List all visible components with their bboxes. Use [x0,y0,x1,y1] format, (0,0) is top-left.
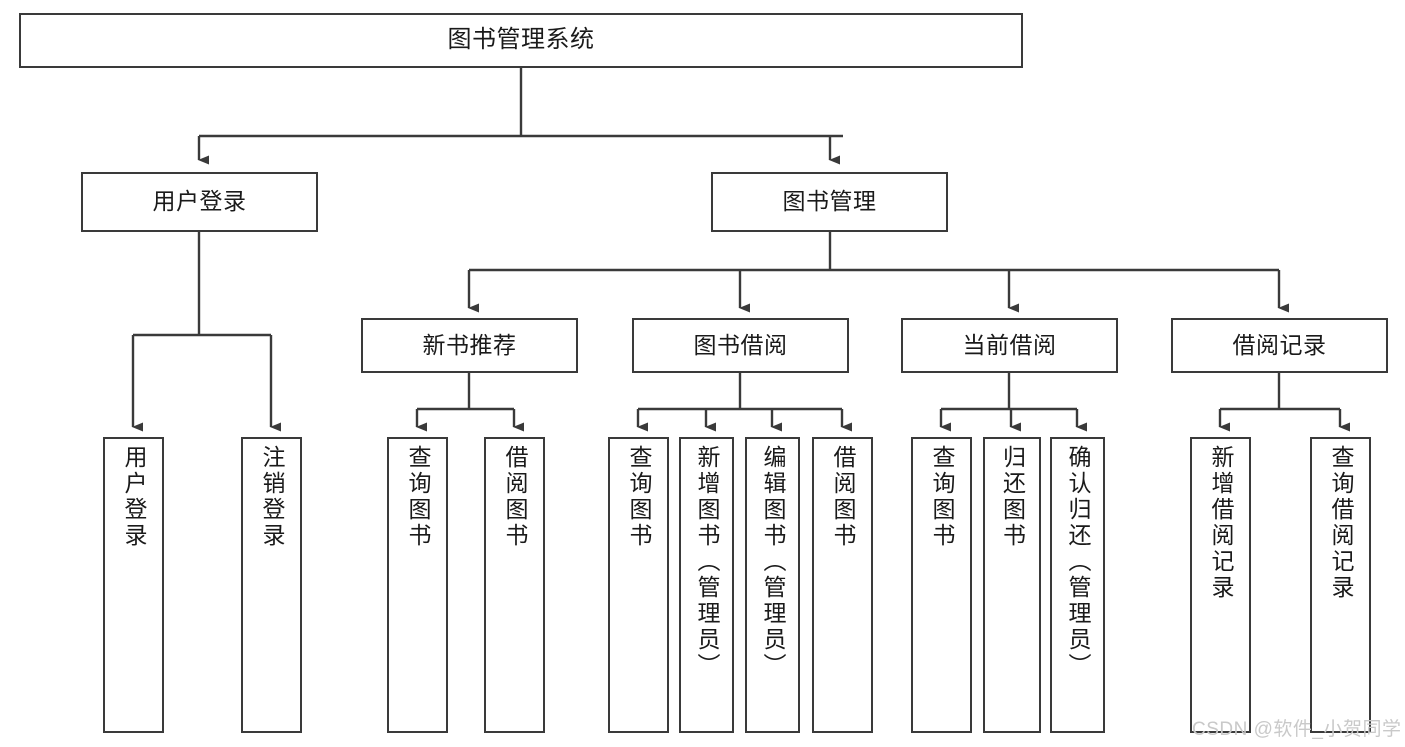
leaf-logout[interactable]: 注销登录 [241,437,302,733]
leaf-logout-label: 注销登录 [259,445,285,549]
node-user-login-label: 用户登录 [152,188,247,215]
node-borrow-record[interactable]: 借阅记录 [1171,318,1388,373]
leaf-borrow-book-newbook-label: 借阅图书 [502,445,528,549]
leaf-edit-book-admin[interactable]: 编辑图书（管理员） [745,437,800,733]
node-book-borrow-label: 图书借阅 [693,331,788,358]
node-current-borrow-label: 当前借阅 [962,331,1057,358]
leaf-confirm-return-admin[interactable]: 确认归还（管理员） [1050,437,1105,733]
leaf-query-borrow-record-label: 查询借阅记录 [1328,445,1354,601]
leaf-user-login-label: 用户登录 [121,445,147,549]
leaf-return-book-label: 归还图书 [999,445,1026,549]
leaf-query-book-borrow-label: 查询图书 [626,445,652,549]
leaf-query-book-borrow[interactable]: 查询图书 [608,437,669,733]
leaf-borrow-book[interactable]: 借阅图书 [812,437,873,733]
node-book-borrow[interactable]: 图书借阅 [632,318,849,373]
node-root[interactable]: 图书管理系统 [19,13,1023,68]
leaf-borrow-book-label: 借阅图书 [830,445,856,549]
node-user-login[interactable]: 用户登录 [81,172,318,232]
leaf-return-book[interactable]: 归还图书 [983,437,1041,733]
csdn-watermark: CSDN @软件_小贺同学 [1192,719,1402,740]
node-book-management-label: 图书管理 [782,188,877,215]
node-book-management[interactable]: 图书管理 [711,172,948,232]
leaf-query-book-current[interactable]: 查询图书 [911,437,972,733]
node-root-label: 图书管理系统 [447,26,595,54]
leaf-edit-book-admin-label: 编辑图书（管理员） [760,445,786,679]
node-new-book-recommend-label: 新书推荐 [422,331,517,358]
node-new-book-recommend[interactable]: 新书推荐 [361,318,578,373]
leaf-borrow-book-newbook[interactable]: 借阅图书 [484,437,545,733]
node-current-borrow[interactable]: 当前借阅 [901,318,1118,373]
leaf-user-login[interactable]: 用户登录 [103,437,164,733]
leaf-add-book-admin-label: 新增图书（管理员） [694,445,720,679]
node-borrow-record-label: 借阅记录 [1232,331,1327,358]
leaf-query-borrow-record[interactable]: 查询借阅记录 [1310,437,1371,733]
leaf-add-borrow-record[interactable]: 新增借阅记录 [1190,437,1251,733]
leaf-confirm-return-admin-label: 确认归还（管理员） [1065,445,1091,679]
leaf-add-book-admin[interactable]: 新增图书（管理员） [679,437,734,733]
leaf-add-borrow-record-label: 新增借阅记录 [1208,445,1234,601]
leaf-query-book-newbook-label: 查询图书 [405,445,431,549]
leaf-query-book-newbook[interactable]: 查询图书 [387,437,448,733]
leaf-query-book-current-label: 查询图书 [929,445,955,549]
